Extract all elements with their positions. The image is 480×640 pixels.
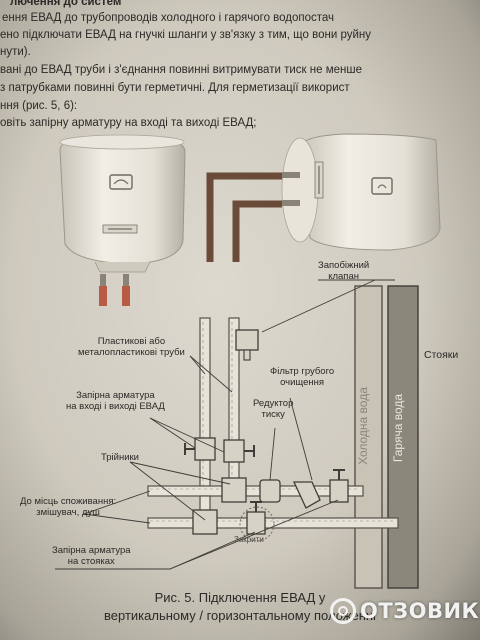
figure-caption-line-1: Рис. 5. Підключення ЕВАД у — [154, 590, 326, 605]
figure-caption-line-2: вертикальному / горизонтальному положенн… — [104, 608, 376, 623]
watermark: ОТЗОВИК — [330, 596, 480, 626]
watermark-text: ОТЗОВИК — [360, 599, 480, 623]
tee-icon — [192, 509, 218, 535]
risers-label: Стояки — [424, 349, 459, 361]
text-line: лючення до систем — [10, 0, 122, 8]
inlet-valve-icon — [194, 437, 216, 461]
horizontal-pipes — [147, 469, 399, 542]
text-line: вані до ЕВАД труби і з'єднання повинні в… — [0, 64, 362, 76]
text-line: овіть запірну арматуру на вході та виход… — [0, 117, 257, 129]
leader-lines — [55, 279, 395, 570]
heater-pipes — [184, 317, 259, 494]
outlet-valve-icon — [223, 439, 245, 463]
risers — [354, 285, 419, 589]
text-line: з патрубками повинні бути герметичні. Дл… — [0, 82, 350, 94]
riser-valve-icon — [329, 479, 349, 503]
horizontal-water-heater — [206, 133, 441, 262]
consumers-label: До місць споживання:змішувач, душ — [20, 496, 117, 518]
hot-water-riser — [387, 285, 419, 589]
text-line: ено підключати ЕВАД на гнучкі шланги у з… — [0, 29, 371, 41]
closed-valve-highlight — [239, 506, 275, 542]
tees-label: Трійники — [101, 452, 139, 463]
closed-label: Закрити — [234, 535, 264, 544]
text-line: ення ЕВАД до трубопроводів холодного і г… — [2, 12, 335, 24]
vertical-water-heater — [59, 134, 186, 306]
hot-water-label: Гаряча вода — [391, 393, 405, 463]
cold-water-label: Холодна вода — [356, 387, 370, 465]
thermostat-icon — [371, 177, 393, 195]
tee-icon — [221, 477, 247, 503]
otzovik-logo-icon — [330, 598, 356, 624]
thermostat-icon — [109, 174, 133, 190]
safety-valve-icon — [235, 329, 259, 351]
pressure-reducer-icon — [259, 479, 281, 503]
cold-main-pipe — [147, 485, 364, 497]
text-line: ння (рис. 5, 6): — [0, 100, 78, 112]
text-line: нути). — [0, 46, 31, 58]
cold-water-riser — [354, 285, 383, 589]
filter-icon — [292, 481, 321, 509]
